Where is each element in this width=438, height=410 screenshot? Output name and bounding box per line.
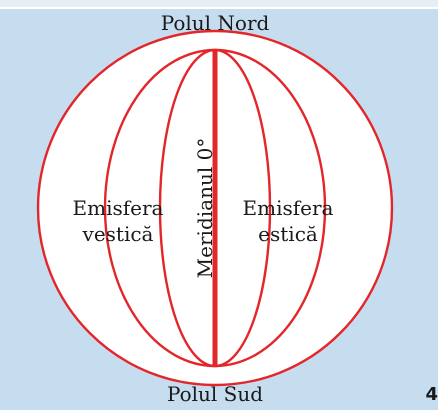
eastern-hemisphere-line2: estică — [258, 222, 318, 247]
western-hemisphere-line2: vestică — [82, 222, 154, 247]
western-hemisphere-label: Emisfera vestică — [58, 195, 178, 248]
eastern-hemisphere-line1: Emisfera — [242, 196, 334, 220]
page-number: 4 — [425, 384, 438, 405]
south-pole-label: Polul Sud — [166, 382, 264, 406]
top-rule — [0, 7, 438, 9]
western-hemisphere-line1: Emisfera — [72, 196, 164, 220]
prime-meridian-label: Meridianul 0° — [193, 137, 217, 279]
top-band — [0, 0, 438, 7]
north-pole-label: Polul Nord — [160, 11, 270, 35]
eastern-hemisphere-label: Emisfera estică — [228, 195, 348, 248]
